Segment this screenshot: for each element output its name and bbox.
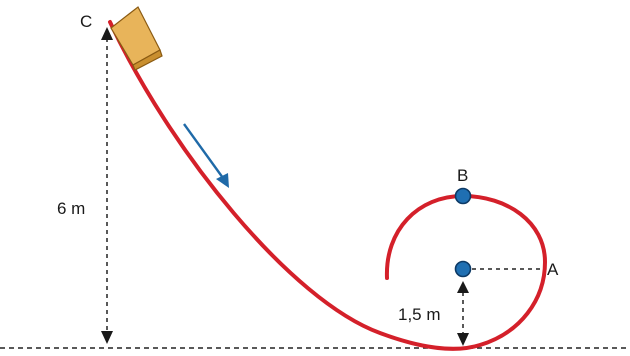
radius-arrow-bottom-icon [457, 333, 469, 346]
track-curve [108, 20, 548, 351]
point-c-label: C [80, 12, 92, 31]
motion-arrow-icon [183, 123, 229, 188]
block-icon [110, 6, 163, 71]
height-total-label: 6 m [57, 199, 85, 218]
point-a-label: A [547, 260, 559, 279]
point-b-label: B [457, 166, 468, 185]
loop-center-marker [454, 260, 472, 278]
height-radius-label: 1,5 m [398, 305, 441, 324]
height-arrow-bottom-icon [101, 331, 113, 344]
radius-arrow-top-icon [457, 281, 469, 293]
point-b-marker [454, 187, 472, 205]
height-arrow-top-icon [101, 27, 113, 40]
